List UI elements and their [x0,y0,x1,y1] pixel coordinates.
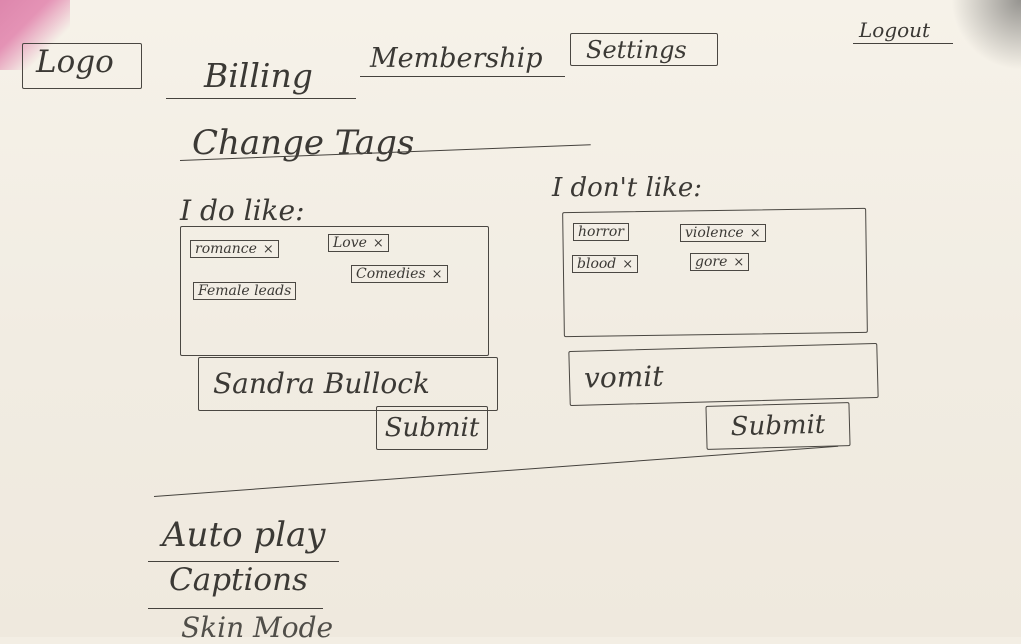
skin-mode-link[interactable]: Skin Mode [181,611,334,644]
nav-membership[interactable]: Membership [370,43,543,74]
like-tag-comedies-text: Comedies [356,266,426,282]
settings-tab-box [570,33,718,66]
close-icon[interactable]: × [262,241,274,257]
like-tags-box [180,226,489,356]
page-title: Change Tags [192,123,415,163]
dislike-tag-violence[interactable]: violence × [680,224,766,242]
nav-membership-underline [360,76,565,77]
dislike-tag-horror-text: horror [578,224,624,240]
captions-underline [148,608,323,609]
dislike-tag-gore-text: gore [695,254,728,270]
dislike-submit-label: Submit [730,409,826,443]
like-submit-button[interactable]: Submit [376,406,488,450]
nav-billing[interactable]: Billing [204,56,313,95]
like-submit-label: Submit [384,413,480,443]
like-tag-love-text: Love [333,235,367,251]
captions-link[interactable]: Captions [169,562,308,598]
dislike-tag-violence-text: violence [685,225,744,241]
autoplay-link[interactable]: Auto play [162,515,326,555]
dislike-tag-horror[interactable]: horror [573,223,629,241]
like-input-value: Sandra Bullock [213,367,430,400]
like-tag-female-leads-text: Female leads [198,283,292,299]
like-tag-female-leads[interactable]: Female leads [193,282,297,300]
like-tag-love[interactable]: Love × [328,234,389,252]
close-icon[interactable]: × [372,235,384,251]
logo: Logo [36,44,114,80]
like-input[interactable]: Sandra Bullock [198,357,498,411]
nav-billing-underline [166,98,356,99]
dislike-label: I don't like: [552,173,702,203]
dislike-input[interactable]: vomit [568,342,879,407]
like-tag-comedies[interactable]: Comedies × [351,265,448,283]
close-icon[interactable]: × [733,254,745,270]
logout-link[interactable]: Logout [859,18,931,42]
dislike-input-value: vomit [583,359,664,395]
like-label: I do like: [180,194,305,227]
like-tag-romance-text: romance [195,241,257,257]
like-tag-romance[interactable]: romance × [190,240,279,258]
close-icon[interactable]: × [749,225,761,241]
logo-box [22,43,142,89]
close-icon[interactable]: × [431,266,443,282]
dislike-tag-blood-text: blood [577,256,617,272]
autoplay-underline [148,561,339,562]
close-icon[interactable]: × [622,256,634,272]
logout-underline [853,43,953,44]
dislike-tag-blood[interactable]: blood × [572,255,639,273]
nav-settings[interactable]: Settings [586,36,687,64]
dislike-submit-button[interactable]: Submit [705,402,851,450]
dislike-tag-gore[interactable]: gore × [690,253,750,271]
